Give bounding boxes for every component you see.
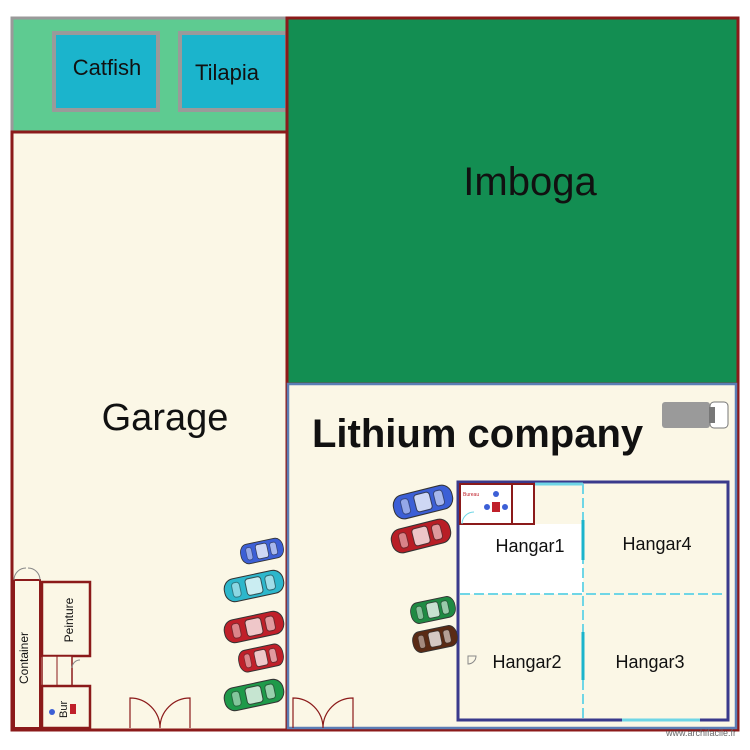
catfish-pond [52, 31, 160, 112]
bureau-label: Bureau [463, 492, 479, 498]
peinture-label: Peinture [62, 597, 76, 642]
lithium-label: Lithium company [312, 412, 644, 456]
imboga-label: Imboga [463, 160, 597, 204]
lithium-door-icon [292, 697, 354, 729]
hangar2-door-icon [467, 655, 477, 665]
garage-door-icon [129, 697, 191, 729]
hangar4-label: Hangar4 [622, 534, 691, 554]
garage-label: Garage [102, 397, 229, 439]
container-door-icon [13, 567, 41, 581]
bur-desk [70, 704, 76, 714]
wc-door-icon [71, 659, 81, 669]
catfish-label: Catfish [73, 55, 141, 80]
container-label: Container [17, 632, 31, 684]
bureau-wc [511, 483, 535, 525]
hangar1-floor [460, 524, 583, 594]
hangar3-label: Hangar3 [615, 652, 684, 672]
bureau-chair-3 [493, 491, 499, 497]
bureau-chair-1 [484, 504, 490, 510]
container-room [13, 579, 41, 729]
imboga-field [285, 16, 740, 386]
watermark: www.archifacile.fr [665, 728, 736, 738]
bur-room [40, 684, 92, 730]
hangar2-label: Hangar2 [492, 652, 561, 672]
bureau-desk [492, 502, 500, 512]
bureau-office [459, 483, 513, 525]
hangar1-label: Hangar1 [495, 536, 564, 556]
bureau-door-icon [461, 511, 475, 525]
truck-grey [662, 401, 729, 429]
bur-label: Bur [58, 701, 70, 718]
bur-chair [49, 709, 55, 715]
tilapia-label: Tilapia [195, 60, 260, 85]
bureau-chair-2 [502, 504, 508, 510]
